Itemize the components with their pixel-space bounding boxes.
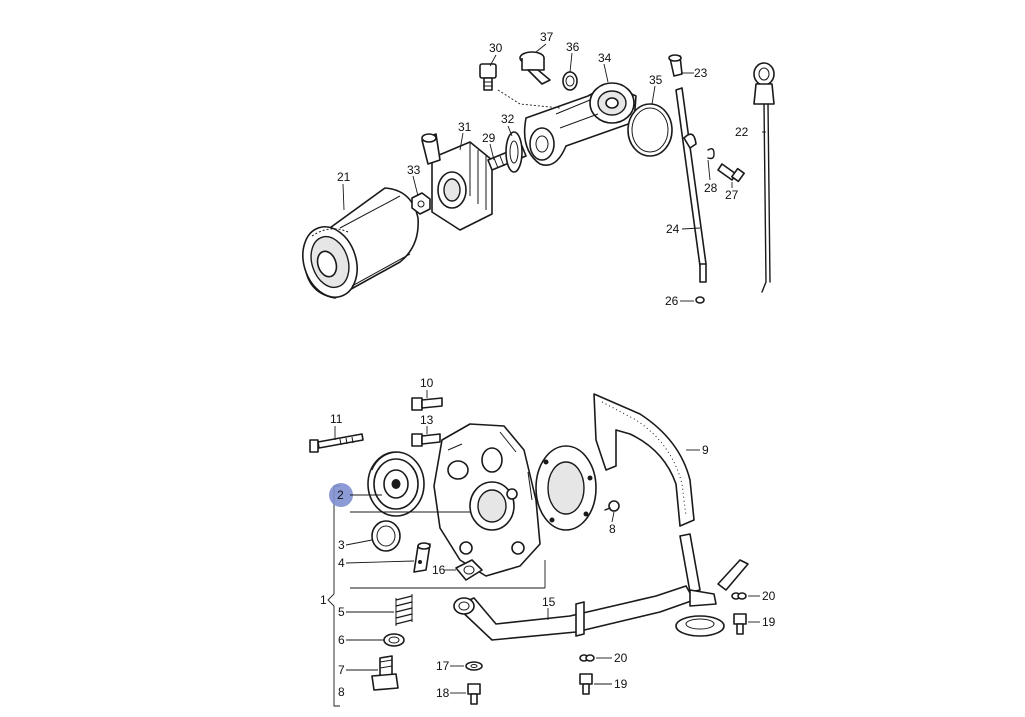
seal-6 bbox=[383, 633, 405, 647]
bolt-27 bbox=[717, 163, 745, 183]
callout-20-upper: 20 bbox=[762, 589, 776, 603]
callout-20-lower: 20 bbox=[614, 651, 628, 665]
gasket-9 bbox=[593, 393, 695, 527]
callout-37: 37 bbox=[540, 30, 554, 44]
callout-3: 3 bbox=[338, 538, 345, 552]
callout-29: 29 bbox=[482, 131, 496, 145]
spring-5 bbox=[395, 594, 413, 626]
gasket-32 bbox=[505, 131, 523, 173]
callout-8-lower: 8 bbox=[338, 685, 345, 699]
callout-24: 24 bbox=[666, 222, 680, 236]
callout-26: 26 bbox=[665, 294, 679, 308]
bolt-19-upper bbox=[733, 613, 747, 635]
washer-20-lower bbox=[579, 654, 595, 662]
nut-33 bbox=[411, 192, 431, 215]
callout-31: 31 bbox=[458, 120, 472, 134]
plug-7 bbox=[371, 655, 399, 691]
callout-17: 17 bbox=[436, 659, 450, 673]
bolt-18 bbox=[467, 683, 481, 705]
callout-6: 6 bbox=[338, 633, 345, 647]
callout-23: 23 bbox=[694, 66, 708, 80]
o-ring-35 bbox=[627, 103, 673, 157]
callout-8-upper: 8 bbox=[609, 522, 616, 536]
callout-34: 34 bbox=[598, 51, 612, 65]
dipstick-tube bbox=[668, 54, 707, 283]
plug-30 bbox=[479, 63, 497, 91]
screw-8 bbox=[604, 500, 620, 512]
callout-28: 28 bbox=[704, 181, 718, 195]
washer-20-upper bbox=[731, 592, 747, 600]
callout-16: 16 bbox=[432, 563, 446, 577]
callout-32: 32 bbox=[501, 112, 515, 126]
callout-35: 35 bbox=[649, 73, 663, 87]
callout-13: 13 bbox=[420, 413, 434, 427]
callout-22: 22 bbox=[735, 125, 749, 139]
callout-10: 10 bbox=[420, 376, 434, 390]
callout-18: 18 bbox=[436, 686, 450, 700]
oil-pump-housing bbox=[433, 423, 541, 577]
bolt-10 bbox=[411, 397, 443, 411]
callout-27: 27 bbox=[725, 188, 739, 202]
dipstick bbox=[753, 62, 775, 293]
callout-4: 4 bbox=[338, 556, 345, 570]
oil-pickup-tube bbox=[453, 533, 749, 641]
seal-3 bbox=[371, 520, 401, 552]
callout-19-lower: 19 bbox=[614, 677, 628, 691]
callout-21: 21 bbox=[337, 170, 351, 184]
callout-19-upper: 19 bbox=[762, 615, 776, 629]
callout-labels: 21 33 31 29 32 30 37 36 34 35 23 22 24 2… bbox=[320, 30, 776, 700]
callout-33: 33 bbox=[407, 163, 421, 177]
callout-1: 1 bbox=[320, 593, 327, 607]
seal-36 bbox=[562, 71, 578, 91]
callout-9: 9 bbox=[702, 443, 709, 457]
callout-2[interactable]: 2 bbox=[337, 488, 344, 502]
leader-lines bbox=[334, 43, 766, 694]
oil-cooler bbox=[421, 133, 493, 231]
callout-5: 5 bbox=[338, 605, 345, 619]
bolt-37 bbox=[519, 51, 551, 85]
bolt-13 bbox=[411, 433, 441, 447]
oil-filter bbox=[302, 187, 419, 299]
callout-30: 30 bbox=[489, 41, 503, 55]
selected-callout-highlight bbox=[329, 483, 353, 507]
bolt-19-lower bbox=[579, 673, 593, 695]
pulley bbox=[367, 451, 425, 517]
washer-17 bbox=[465, 661, 483, 671]
cover-plate bbox=[535, 445, 597, 531]
oil-filter-bracket bbox=[523, 82, 637, 166]
callout-15: 15 bbox=[542, 595, 556, 609]
seal-26 bbox=[695, 296, 705, 304]
clip-28 bbox=[707, 147, 715, 160]
bolt-11 bbox=[309, 433, 364, 453]
sleeve-4 bbox=[413, 542, 431, 573]
callout-7: 7 bbox=[338, 663, 345, 677]
callout-36: 36 bbox=[566, 40, 580, 54]
callout-11: 11 bbox=[330, 412, 343, 426]
gasket-16 bbox=[455, 559, 483, 581]
